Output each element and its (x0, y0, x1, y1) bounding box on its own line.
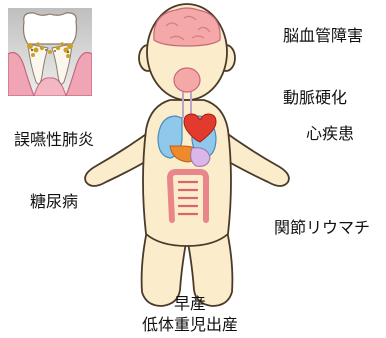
label-stroke: 脳血管障害 (283, 28, 363, 44)
label-low-birth-weight: 低体重児出産 (130, 315, 250, 336)
label-heart-disease: 心疾患 (306, 126, 354, 142)
label-premature-birth: 早産 (130, 294, 250, 315)
label-pregnancy-risks: 早産 低体重児出産 (130, 294, 250, 336)
label-rheumatoid-arthritis: 関節リウマチ (274, 220, 370, 236)
label-aspiration-pneumonia: 誤嚥性肺炎 (14, 132, 94, 148)
label-arteriosclerosis: 動脈硬化 (283, 90, 347, 106)
open-mouth (174, 68, 200, 92)
label-diabetes: 糖尿病 (30, 194, 78, 210)
